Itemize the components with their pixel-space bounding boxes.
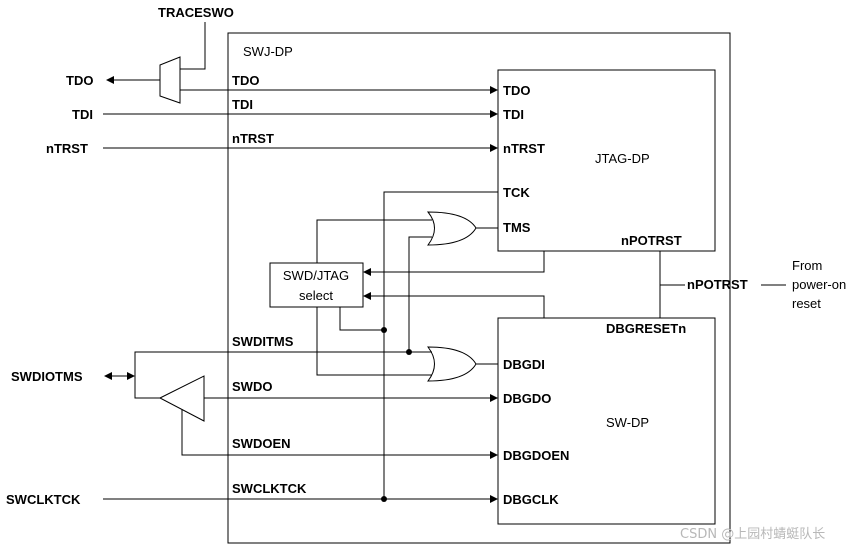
ntrst-arrow	[490, 144, 498, 152]
sw-dbgdi-port: DBGDI	[503, 357, 545, 372]
swclktck-int-label: SWCLKTCK	[232, 481, 307, 496]
ntrst-int-label: nTRST	[232, 131, 274, 146]
junction-dot-swclk	[381, 496, 387, 502]
traceswo-label: TRACESWO	[158, 5, 234, 20]
mux-traceswo-link	[180, 63, 206, 70]
sw-to-select-wire	[370, 295, 545, 318]
tdo-arrow	[490, 86, 498, 94]
tdi-ext-label: TDI	[72, 107, 93, 122]
swdoen-arrow	[490, 451, 498, 459]
select-label-line1: SWD/JTAG	[283, 268, 349, 283]
swdio-buffer-link	[134, 376, 160, 399]
from-label-line3: reset	[792, 296, 821, 311]
jtag-to-select-wire	[370, 251, 545, 273]
swdoen-wire	[181, 409, 491, 456]
ntrst-ext-label: nTRST	[46, 141, 88, 156]
jtag-tdi-port: TDI	[503, 107, 524, 122]
from-label-line2: power-on	[792, 277, 846, 292]
jtag-ntrst-port: nTRST	[503, 141, 545, 156]
tck-wire	[383, 191, 498, 498]
sw-dp-title: SW-DP	[606, 415, 649, 430]
swditms-label: SWDITMS	[232, 334, 294, 349]
dbgdi-or-gate	[426, 346, 477, 382]
sw-dbgdoen-port: DBGDOEN	[503, 448, 569, 463]
swdiotms-right-arrow	[127, 372, 135, 380]
swditms-wire	[134, 351, 432, 376]
junction-dot-tck-select	[381, 327, 387, 333]
tdo-int-label: TDO	[232, 73, 259, 88]
tdo-mux	[159, 56, 181, 104]
swdoen-label: SWDOEN	[232, 436, 291, 451]
swdiotms-ext-label: SWDIOTMS	[11, 369, 83, 384]
tdi-int-label: TDI	[232, 97, 253, 112]
junction-dot-swditms	[406, 349, 412, 355]
tdo-ext-arrow	[106, 76, 114, 84]
tdi-arrow	[490, 110, 498, 118]
swclktck-arrow	[490, 495, 498, 503]
tms-or-gate	[426, 211, 477, 246]
jtag-tms-port: TMS	[503, 220, 531, 235]
swdo-arrow	[490, 394, 498, 402]
swj-dp-title: SWJ-DP	[243, 44, 293, 59]
sw-dp-box	[497, 317, 716, 525]
sw-to-select-arrow	[363, 292, 371, 300]
sw-dbgdo-port: DBGDO	[503, 391, 551, 406]
swdo-label: SWDO	[232, 379, 272, 394]
select-out-to-tck	[339, 307, 384, 331]
swclktck-ext-label: SWCLKTCK	[6, 492, 81, 507]
jtag-tdo-port: TDO	[503, 83, 530, 98]
select-out-to-dbgdi-or	[316, 307, 432, 376]
watermark: CSDN @上园村蜻蜓队长	[680, 527, 825, 542]
select-label-line2: select	[299, 288, 333, 303]
jtag-tck-port: TCK	[503, 185, 530, 200]
tms-or-in2	[408, 236, 432, 352]
swj-dp-box	[227, 32, 731, 544]
swdiotms-left-arrow	[104, 372, 112, 380]
jtag-to-select-arrow	[363, 268, 371, 276]
sw-dbgclk-port: DBGCLK	[503, 492, 559, 507]
jtag-dp-box	[497, 69, 716, 252]
npotrst-ext-label: nPOTRST	[687, 277, 748, 292]
tms-or-in1	[316, 219, 432, 263]
dbgresetn-port: DBGRESETn	[606, 321, 686, 336]
from-label-line1: From	[792, 258, 822, 273]
jtag-dp-title: JTAG-DP	[595, 151, 650, 166]
tdo-ext-label: TDO	[66, 73, 93, 88]
jtag-npotrst-port: nPOTRST	[621, 233, 682, 248]
